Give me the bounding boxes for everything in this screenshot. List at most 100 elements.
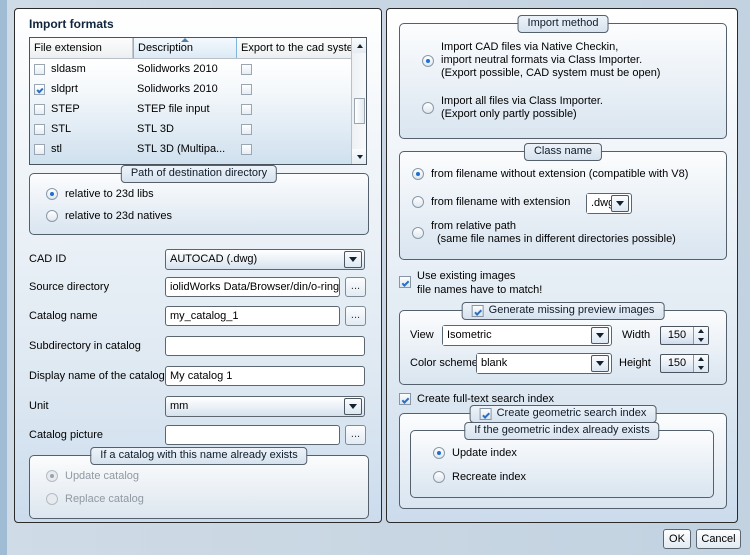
export-checkbox[interactable] — [241, 143, 252, 155]
cell-description: STL 3D (Multipa... — [137, 143, 226, 155]
scrollbar-thumb[interactable] — [354, 98, 365, 124]
cell-description: Solidworks 2010 — [137, 63, 218, 75]
chevron-down-icon[interactable] — [344, 251, 362, 268]
table-row[interactable]: STL STL 3D — [30, 119, 366, 139]
stepper-arrows-icon[interactable] — [693, 355, 708, 372]
geometric-index-group: Create geometric search index If the geo… — [399, 405, 727, 509]
export-checkbox[interactable] — [241, 103, 252, 115]
cell-file-extension: sldasm — [51, 63, 86, 75]
import-method-group: Import method Import CAD files via Nativ… — [399, 15, 727, 139]
catalog-exists-group: If a catalog with this name already exis… — [29, 447, 369, 519]
radio-relative-to-23d-natives[interactable]: relative to 23d natives — [46, 210, 172, 223]
subdirectory-in-catalog-input[interactable] — [165, 336, 365, 356]
table-row[interactable]: stl STL 3D (Multipa... — [30, 139, 366, 159]
export-checkbox[interactable] — [241, 123, 252, 135]
table-header-row: File extension Description Export to the… — [30, 38, 366, 59]
color-scheme-combo[interactable]: blank — [476, 353, 612, 374]
row-checkbox[interactable] — [34, 123, 45, 135]
radio-update-index[interactable]: Update index — [433, 447, 517, 460]
catalog-picture-input[interactable] — [165, 425, 340, 445]
export-checkbox[interactable] — [241, 83, 252, 95]
table-row[interactable]: STEP STEP file input — [30, 99, 366, 119]
extension-combo[interactable]: .dwg — [586, 193, 632, 214]
display-name-input[interactable]: My catalog 1 — [165, 366, 365, 386]
label-view: View — [410, 329, 434, 341]
preview-images-group: Generate missing preview images View Iso… — [399, 302, 727, 385]
table-row[interactable]: sldasm Solidworks 2010 — [30, 59, 366, 79]
width-stepper[interactable]: 150 — [660, 326, 709, 345]
unit-combo[interactable]: mm — [165, 396, 365, 417]
label-catalog-picture: Catalog picture — [29, 429, 103, 441]
import-options-panel: Import method Import CAD files via Nativ… — [386, 8, 738, 523]
checkbox-use-existing-images[interactable]: Use existing images file names have to m… — [399, 270, 542, 296]
table-row[interactable]: sldprt Solidworks 2010 — [30, 79, 366, 99]
preview-images-caption[interactable]: Generate missing preview images — [461, 302, 665, 320]
radio-recreate-index[interactable]: Recreate index — [433, 471, 526, 484]
import-formats-panel: Import formats File extension Descriptio… — [14, 8, 382, 523]
ok-button[interactable]: OK — [663, 529, 691, 549]
class-name-group: Class name from filename without extensi… — [399, 143, 727, 260]
checkbox-icon[interactable] — [479, 407, 492, 420]
scroll-down-icon[interactable] — [352, 149, 366, 164]
label-width: Width — [622, 329, 651, 341]
chevron-down-icon[interactable] — [611, 195, 629, 212]
checkbox-icon — [399, 393, 411, 405]
row-checkbox[interactable] — [34, 63, 45, 75]
cell-description: STL 3D — [137, 123, 174, 135]
label-height: Height — [619, 357, 651, 369]
radio-icon — [412, 227, 424, 239]
column-header-file-extension[interactable]: File extension — [30, 38, 133, 58]
checkbox-fulltext-search-index[interactable]: Create full-text search index — [399, 393, 554, 405]
radio-icon — [46, 493, 58, 505]
checkbox-icon[interactable] — [471, 304, 484, 317]
height-stepper[interactable]: 150 — [660, 354, 709, 373]
row-checkbox[interactable] — [34, 143, 45, 155]
destination-path-caption: Path of destination directory — [120, 165, 278, 183]
browse-catalog-name-button[interactable]: ... — [345, 306, 366, 326]
geometric-index-caption[interactable]: Create geometric search index — [469, 405, 657, 423]
radio-import-all-class-importer[interactable]: Import all files via Class Importer. (Ex… — [422, 95, 603, 121]
page-title: Import formats — [29, 17, 114, 31]
radio-relative-path[interactable]: from relative path (same file names in d… — [412, 220, 676, 246]
label-source-directory: Source directory — [29, 281, 110, 293]
radio-filename-without-extension[interactable]: from filename without extension (compati… — [412, 168, 688, 181]
browse-catalog-picture-button[interactable]: ... — [345, 425, 366, 445]
scroll-up-icon[interactable] — [352, 38, 366, 53]
formats-table[interactable]: File extension Description Export to the… — [29, 37, 367, 165]
export-checkbox[interactable] — [241, 63, 252, 75]
radio-icon — [46, 210, 58, 222]
radio-relative-to-23d-libs[interactable]: relative to 23d libs — [46, 188, 154, 201]
radio-update-catalog: Update catalog — [46, 470, 139, 483]
chevron-down-icon[interactable] — [591, 327, 609, 344]
catalog-name-input[interactable]: my_catalog_1 — [165, 306, 340, 326]
table-scrollbar[interactable] — [351, 38, 366, 164]
column-header-description[interactable]: Description — [133, 38, 237, 58]
source-directory-input[interactable]: iolidWorks Data/Browser/din/o-rings — [165, 277, 340, 297]
table-body: sldasm Solidworks 2010 sldprt Solidworks… — [30, 59, 366, 164]
cell-file-extension: sldprt — [51, 83, 78, 95]
view-combo[interactable]: Isometric — [442, 325, 612, 346]
radio-icon — [412, 196, 424, 208]
chevron-down-icon[interactable] — [344, 398, 362, 415]
row-checkbox[interactable] — [34, 103, 45, 115]
stepper-arrows-icon[interactable] — [693, 327, 708, 344]
label-catalog-name: Catalog name — [29, 310, 98, 322]
cad-id-combo[interactable]: AUTOCAD (.dwg) — [165, 249, 365, 270]
catalog-exists-caption: If a catalog with this name already exis… — [90, 447, 308, 465]
label-subdirectory-in-catalog: Subdirectory in catalog — [29, 340, 141, 352]
row-checkbox[interactable] — [34, 83, 45, 95]
radio-filename-with-extension[interactable]: from filename with extension — [412, 193, 570, 212]
column-header-export-to-cad[interactable]: Export to the cad system — [237, 38, 353, 58]
radio-icon — [46, 188, 58, 200]
browse-source-directory-button[interactable]: ... — [345, 277, 366, 297]
label-cad-id: CAD ID — [29, 253, 67, 265]
radio-icon — [422, 55, 434, 67]
cancel-button[interactable]: Cancel — [696, 529, 741, 549]
chevron-down-icon[interactable] — [591, 355, 609, 372]
radio-import-native-checkin[interactable]: Import CAD files via Native Checkin, imp… — [422, 41, 660, 80]
cell-description: STEP file input — [137, 103, 210, 115]
sort-ascending-icon — [181, 38, 189, 42]
radio-icon — [433, 471, 445, 483]
radio-icon — [412, 168, 424, 180]
